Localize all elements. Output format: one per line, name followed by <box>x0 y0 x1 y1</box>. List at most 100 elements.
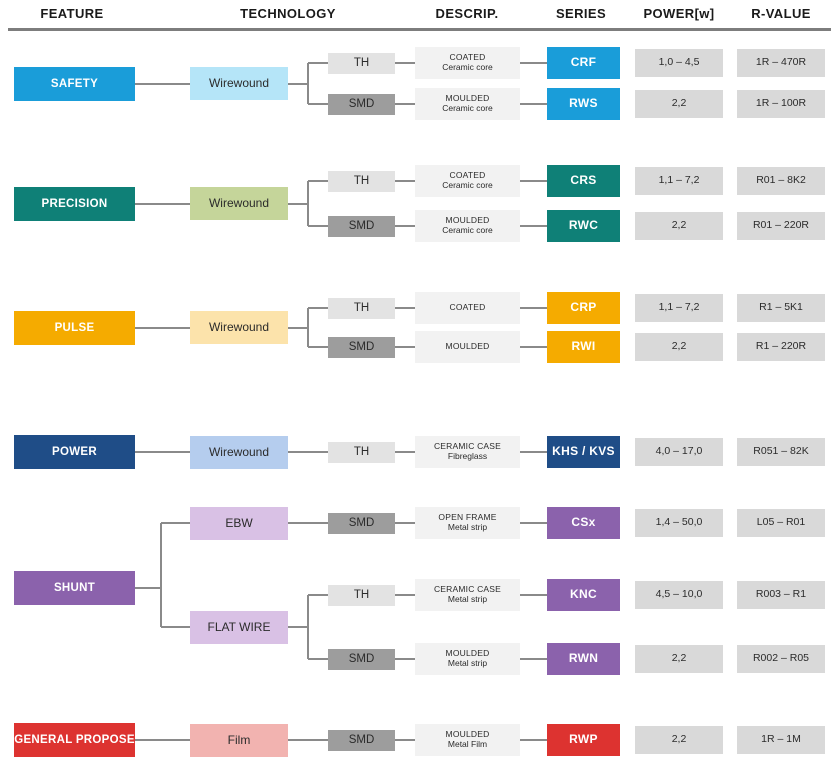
description-secondary: Metal strip <box>447 658 488 668</box>
technology-box-safety-0[interactable]: Wirewound <box>190 67 288 100</box>
header-divider <box>8 28 831 31</box>
connector-split-to-mount-1 <box>308 346 328 348</box>
column-header-technology: TECHNOLOGY <box>240 6 336 21</box>
feature-box-power[interactable]: POWER <box>14 435 135 469</box>
technology-box-shunt-0[interactable]: EBW <box>190 507 288 540</box>
connector-mount-to-description <box>395 103 415 105</box>
description-secondary: Fibreglass <box>447 451 488 461</box>
connector-mount-to-description <box>395 307 415 309</box>
connector-split-to-mount-0 <box>308 180 328 182</box>
mount-box-shunt-1[interactable]: TH <box>328 585 395 606</box>
series-box-pulse-0[interactable]: CRP <box>547 292 620 324</box>
feature-box-pulse[interactable]: PULSE <box>14 311 135 345</box>
mount-box-power-0[interactable]: TH <box>328 442 395 463</box>
mount-box-shunt-0[interactable]: SMD <box>328 513 395 534</box>
power-value-power-0: 4,0 – 17,0 <box>635 438 723 466</box>
connector-mount-to-description <box>395 739 415 741</box>
series-box-general-0[interactable]: RWP <box>547 724 620 756</box>
connector-mount-to-description <box>395 658 415 660</box>
connector-technology-to-mount <box>288 451 328 453</box>
technology-box-shunt-1[interactable]: FLAT WIRE <box>190 611 288 644</box>
description-secondary: Ceramic core <box>442 62 493 72</box>
mount-box-safety-0[interactable]: TH <box>328 53 395 74</box>
connector-technology-to-mount <box>288 739 328 741</box>
series-box-shunt-0[interactable]: CSx <box>547 507 620 539</box>
feature-box-safety[interactable]: SAFETY <box>14 67 135 101</box>
description-primary: CERAMIC CASE <box>433 584 502 595</box>
connector-description-to-series <box>520 62 547 64</box>
description-primary: OPEN FRAME <box>438 512 497 523</box>
description-primary: MOULDED <box>445 215 490 226</box>
connector-feature-to-technology <box>135 739 190 741</box>
series-box-safety-1[interactable]: RWS <box>547 88 620 120</box>
mount-box-pulse-1[interactable]: SMD <box>328 337 395 358</box>
description-secondary: Metal strip <box>447 522 488 532</box>
technology-box-precision-0[interactable]: Wirewound <box>190 187 288 220</box>
connector-branch-to-ebw <box>161 522 190 524</box>
description-primary: MOULDED <box>445 341 490 352</box>
connector-mount-to-description <box>395 346 415 348</box>
connector-branch-to-flatwire <box>161 626 190 628</box>
r-value-shunt-0: L05 – R01 <box>737 509 825 537</box>
mount-box-general-0[interactable]: SMD <box>328 730 395 751</box>
power-value-pulse-0: 1,1 – 7,2 <box>635 294 723 322</box>
connector-mount-to-description <box>395 62 415 64</box>
connector-description-to-series <box>520 451 547 453</box>
mount-box-precision-0[interactable]: TH <box>328 171 395 192</box>
technology-box-general-0[interactable]: Film <box>190 724 288 757</box>
column-header-feature: FEATURE <box>40 6 104 21</box>
connector-split-to-mount-0 <box>308 307 328 309</box>
connector-split-to-mount-1 <box>308 103 328 105</box>
r-value-safety-1: 1R – 100R <box>737 90 825 118</box>
feature-box-general[interactable]: GENERAL PROPOSE <box>14 723 135 757</box>
series-box-precision-1[interactable]: RWC <box>547 210 620 242</box>
connector-description-to-series <box>520 225 547 227</box>
description-secondary: Ceramic core <box>442 103 493 113</box>
series-box-shunt-2[interactable]: RWN <box>547 643 620 675</box>
connector-feature-to-branch <box>135 587 161 589</box>
description-box-pulse-0[interactable]: COATED <box>415 292 520 324</box>
connector-mount-to-description <box>395 522 415 524</box>
description-primary: COATED <box>449 170 486 181</box>
connector-feature-to-technology <box>135 327 190 329</box>
mount-box-pulse-0[interactable]: TH <box>328 298 395 319</box>
technology-box-power-0[interactable]: Wirewound <box>190 436 288 469</box>
description-primary: COATED <box>449 52 486 63</box>
r-value-pulse-1: R1 – 220R <box>737 333 825 361</box>
mount-box-safety-1[interactable]: SMD <box>328 94 395 115</box>
feature-box-precision[interactable]: PRECISION <box>14 187 135 221</box>
connector-description-to-series <box>520 180 547 182</box>
connector-split-trunk <box>307 595 309 659</box>
connector-description-to-series <box>520 103 547 105</box>
description-primary: MOULDED <box>445 729 490 740</box>
series-box-pulse-1[interactable]: RWI <box>547 331 620 363</box>
series-box-precision-0[interactable]: CRS <box>547 165 620 197</box>
mount-box-precision-1[interactable]: SMD <box>328 216 395 237</box>
power-value-shunt-2: 2,2 <box>635 645 723 673</box>
series-box-shunt-1[interactable]: KNC <box>547 579 620 611</box>
connector-description-to-series <box>520 307 547 309</box>
connector-mount-to-description <box>395 180 415 182</box>
description-box-pulse-1[interactable]: MOULDED <box>415 331 520 363</box>
technology-box-pulse-0[interactable]: Wirewound <box>190 311 288 344</box>
column-header-series: SERIES <box>555 6 607 21</box>
connector-split-trunk <box>307 308 309 347</box>
connector-description-to-series <box>520 739 547 741</box>
power-value-shunt-1: 4,5 – 10,0 <box>635 581 723 609</box>
series-box-safety-0[interactable]: CRF <box>547 47 620 79</box>
feature-box-shunt[interactable]: SHUNT <box>14 571 135 605</box>
description-secondary: Metal strip <box>447 594 488 604</box>
connector-feature-to-technology <box>135 451 190 453</box>
series-box-power-0[interactable]: KHS / KVS <box>547 436 620 468</box>
r-value-shunt-1: R003 – R1 <box>737 581 825 609</box>
mount-box-shunt-2[interactable]: SMD <box>328 649 395 670</box>
